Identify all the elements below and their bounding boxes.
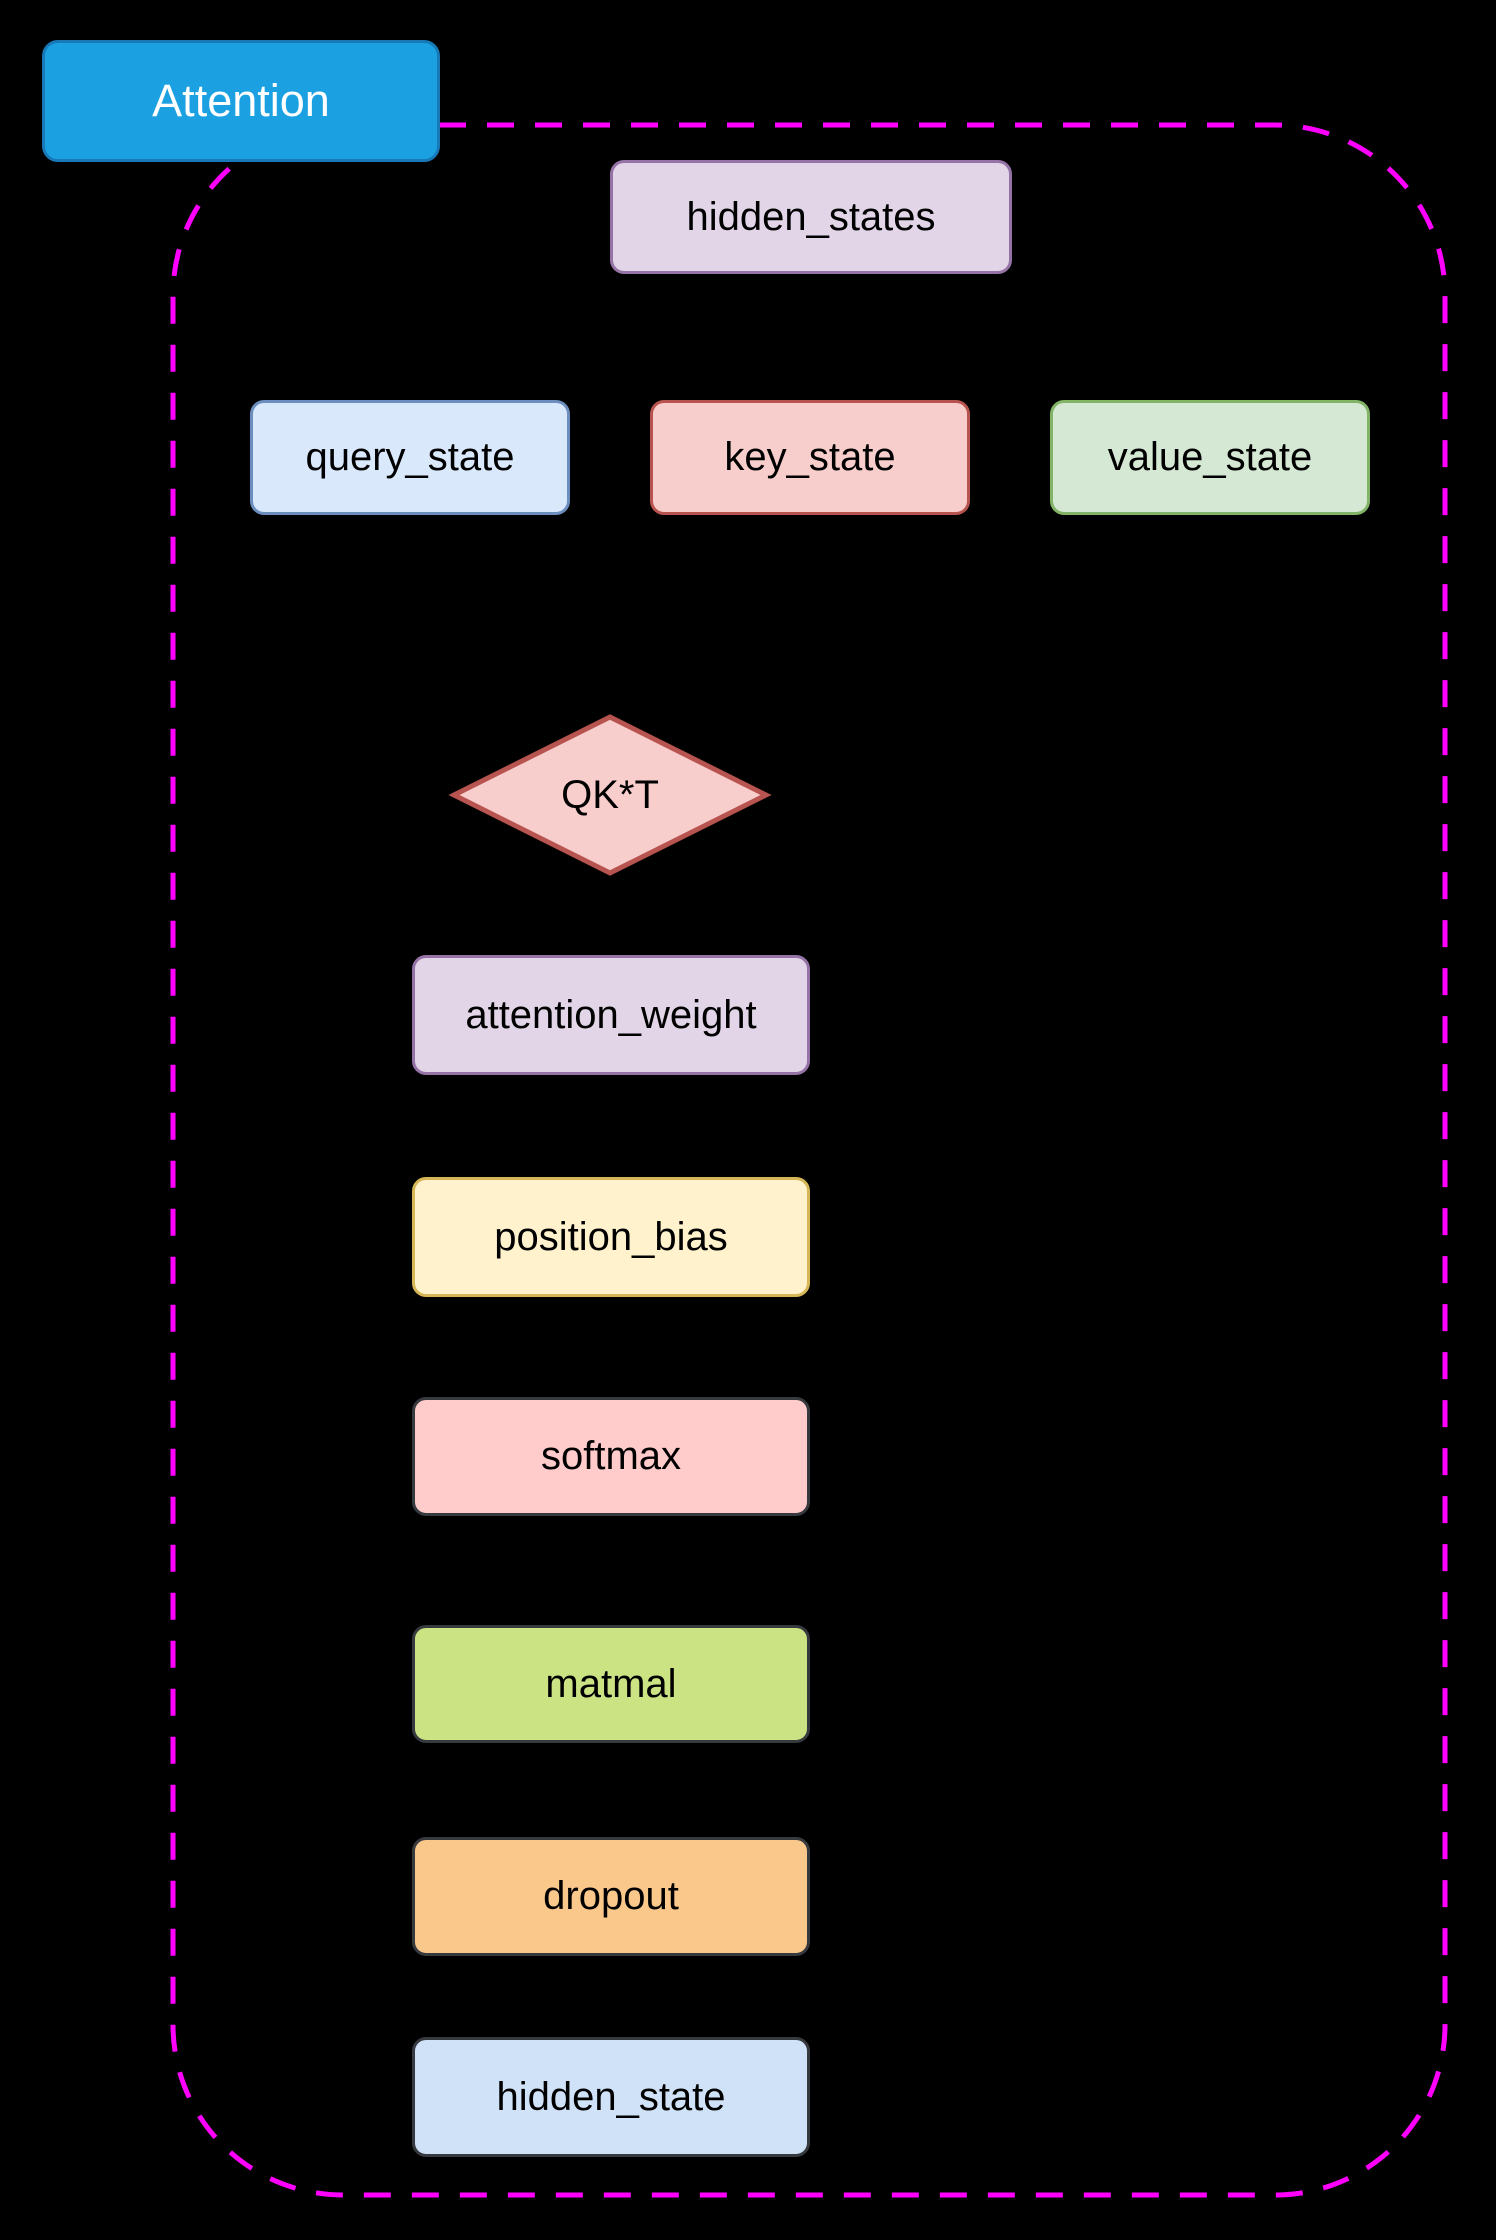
node-qkt-diamond: QK*T — [448, 713, 772, 877]
node-hidden-state: hidden_state — [412, 2037, 810, 2157]
node-key-state-label: key_state — [724, 435, 896, 479]
node-qkt-label: QK*T — [561, 772, 659, 817]
node-value-state: value_state — [1050, 400, 1370, 515]
node-hidden-states: hidden_states — [610, 160, 1012, 274]
node-dropout-label: dropout — [543, 1874, 679, 1918]
container-dashed-rect — [170, 122, 1448, 2198]
node-position-bias-label: position_bias — [494, 1214, 728, 1259]
node-query-state: query_state — [250, 400, 570, 515]
node-attention-weight-label: attention_weight — [465, 992, 757, 1037]
node-hidden-state-label: hidden_state — [496, 2074, 726, 2119]
node-key-state: key_state — [650, 400, 970, 515]
qkt-diamond-shape — [448, 714, 772, 876]
node-dropout: dropout — [412, 1837, 810, 1956]
node-matmal: matmal — [412, 1625, 810, 1743]
node-hidden-states-label: hidden_states — [686, 194, 936, 239]
node-position-bias: position_bias — [412, 1177, 810, 1297]
attention-title-label: Attention — [152, 75, 330, 126]
attention-title-box: Attention — [42, 40, 440, 162]
attention-group-container — [170, 122, 1448, 2198]
node-value-state-label: value_state — [1107, 435, 1313, 479]
node-query-state-label: query_state — [305, 435, 515, 479]
node-matmal-label: matmal — [545, 1661, 677, 1706]
node-softmax: softmax — [412, 1397, 810, 1516]
node-attention-weight: attention_weight — [412, 955, 810, 1075]
node-softmax-label: softmax — [540, 1434, 682, 1478]
